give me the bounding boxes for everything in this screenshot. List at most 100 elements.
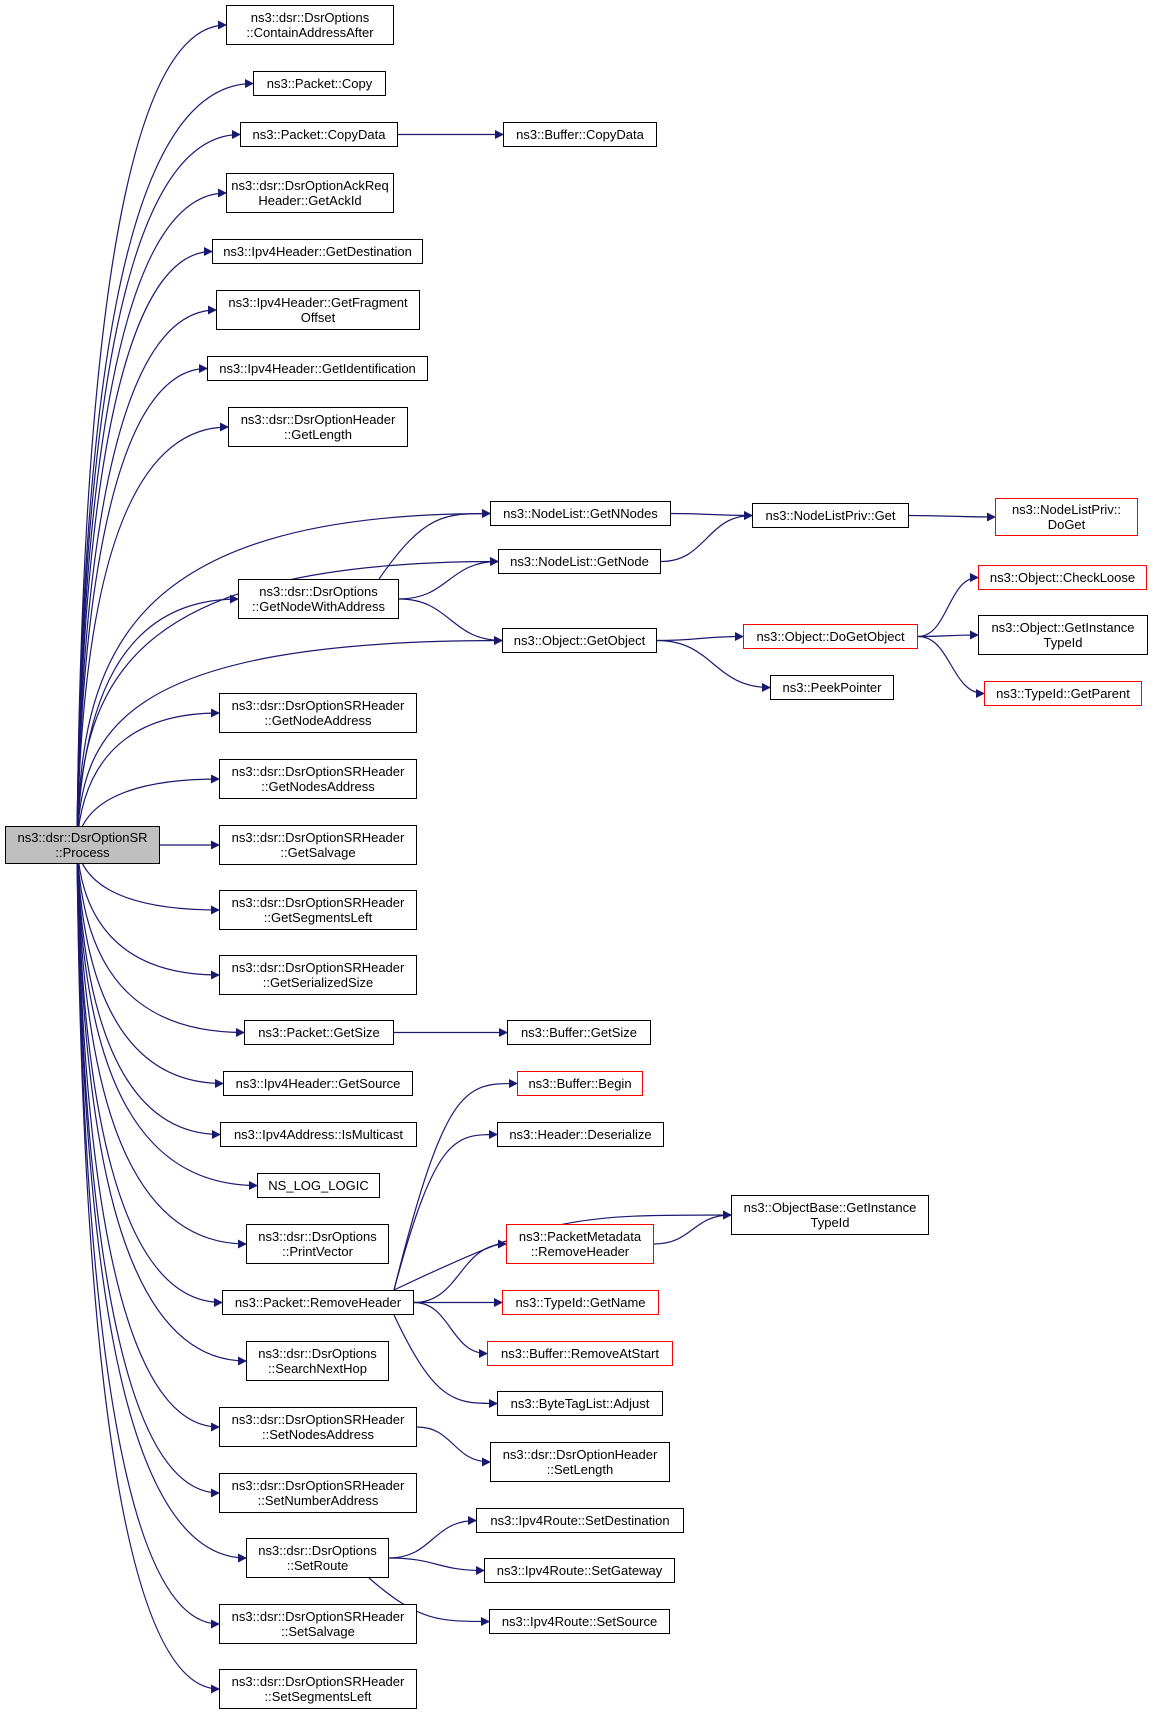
node-label-line: ns3::dsr::DsrOptions: [258, 1543, 377, 1558]
node-label-line: ns3::Ipv4Header::GetIdentification: [219, 361, 416, 376]
node-packet-get-size[interactable]: ns3::Packet::GetSize: [244, 1020, 394, 1045]
edge-process-to-getNodeAddress: [76, 708, 220, 846]
node-object-get-object[interactable]: ns3::Object::GetObject: [502, 628, 657, 653]
node-get-identification[interactable]: ns3::Ipv4Header::GetIdentification: [207, 356, 428, 381]
node-packet-metadata-remove-header[interactable]: ns3::PacketMetadata::RemoveHeader: [506, 1224, 654, 1264]
node-search-next-hop[interactable]: ns3::dsr::DsrOptions::SearchNextHop: [246, 1341, 389, 1381]
node-buffer-begin[interactable]: ns3::Buffer::Begin: [517, 1071, 643, 1096]
node-set-salvage[interactable]: ns3::dsr::DsrOptionSRHeader::SetSalvage: [219, 1604, 417, 1644]
node-byte-tag-list-adjust[interactable]: ns3::ByteTagList::Adjust: [497, 1391, 663, 1416]
node-get-salvage[interactable]: ns3::dsr::DsrOptionSRHeader::GetSalvage: [219, 825, 417, 865]
edge-setRoute-to-routeSetGateway: [388, 1557, 485, 1575]
node-label-line: ns3::Ipv4Header::GetDestination: [223, 244, 412, 259]
node-label-line: ::GetNodeAddress: [264, 713, 372, 728]
node-packet-copy-data[interactable]: ns3::Packet::CopyData: [240, 122, 398, 147]
node-set-route[interactable]: ns3::dsr::DsrOptions::SetRoute: [246, 1538, 389, 1578]
node-set-number-address[interactable]: ns3::dsr::DsrOptionSRHeader::SetNumberAd…: [219, 1473, 417, 1513]
edge-process-to-getAckId: [76, 188, 227, 846]
node-label-line: NS_LOG_LOGIC: [268, 1178, 369, 1193]
node-contain-address-after[interactable]: ns3::dsr::DsrOptions::ContainAddressAfte…: [226, 5, 394, 45]
edge-process-to-printVector: [76, 844, 247, 1249]
node-print-vector[interactable]: ns3::dsr::DsrOptions::PrintVector: [246, 1224, 389, 1264]
node-label-line: ns3::Header::Deserialize: [509, 1127, 652, 1142]
node-get-n-nodes[interactable]: ns3::NodeList::GetNNodes: [490, 501, 671, 526]
node-label-line: ns3::Object::GetInstance: [991, 620, 1135, 635]
node-label-line: ::GetNodeWithAddress: [252, 599, 385, 614]
node-label-line: ns3::NodeListPriv::: [1011, 502, 1122, 517]
node-get-nodes-address[interactable]: ns3::dsr::DsrOptionSRHeader::GetNodesAdd…: [219, 759, 417, 799]
node-label-line: ::SetRoute: [286, 1558, 349, 1573]
node-label-line: TypeId: [810, 1215, 850, 1230]
edge-packetRemoveHeader-to-packetMetadataRemoveHeader: [413, 1239, 507, 1304]
node-buffer-get-size[interactable]: ns3::Buffer::GetSize: [507, 1020, 651, 1045]
node-label-line: ns3::Packet::Copy: [266, 76, 373, 91]
node-type-id-get-name[interactable]: ns3::TypeId::GetName: [502, 1290, 659, 1315]
node-type-id-get-parent[interactable]: ns3::TypeId::GetParent: [984, 681, 1142, 706]
node-label-line: ns3::ByteTagList::Adjust: [510, 1396, 650, 1411]
edge-objectDoGetObject-to-objectGetInstanceTypeId: [917, 630, 979, 640]
edge-process-to-getIdentification: [76, 364, 208, 846]
node-ns-log-logic[interactable]: NS_LOG_LOGIC: [257, 1173, 380, 1198]
node-get-segments-left[interactable]: ns3::dsr::DsrOptionSRHeader::GetSegments…: [219, 890, 417, 930]
node-object-check-loose[interactable]: ns3::Object::CheckLoose: [978, 565, 1147, 590]
node-label-line: ns3::dsr::DsrOptionSRHeader: [231, 830, 405, 845]
node-get-source[interactable]: ns3::Ipv4Header::GetSource: [223, 1071, 413, 1096]
node-node-list-priv-do-get[interactable]: ns3::NodeListPriv::DoGet: [995, 498, 1138, 536]
node-get-destination[interactable]: ns3::Ipv4Header::GetDestination: [212, 239, 423, 264]
node-buffer-remove-at-start[interactable]: ns3::Buffer::RemoveAtStart: [487, 1341, 673, 1366]
edge-objectDoGetObject-to-typeIdGetParent: [917, 635, 985, 698]
node-set-segments-left[interactable]: ns3::dsr::DsrOptionSRHeader::SetSegments…: [219, 1669, 417, 1709]
node-label-line: ::GetNodesAddress: [261, 779, 375, 794]
node-route-set-gateway[interactable]: ns3::Ipv4Route::SetGateway: [484, 1558, 675, 1583]
node-label-line: ::SetNumberAddress: [257, 1493, 379, 1508]
edge-getNodeWithAddress-to-getNNodes: [378, 509, 491, 580]
node-buffer-copy-data[interactable]: ns3::Buffer::CopyData: [503, 122, 657, 147]
node-label-line: ns3::dsr::DsrOptions: [258, 1346, 377, 1361]
node-label-line: Header::GetAckId: [258, 193, 362, 208]
edge-process-to-containAddressAfter: [76, 20, 227, 846]
node-route-set-destination[interactable]: ns3::Ipv4Route::SetDestination: [476, 1508, 684, 1533]
node-label-line: ::SearchNextHop: [268, 1361, 367, 1376]
node-get-node-with-address[interactable]: ns3::dsr::DsrOptions::GetNodeWithAddress: [238, 579, 399, 619]
edge-process-to-setRoute: [76, 844, 247, 1563]
node-label-line: ns3::dsr::DsrOptionHeader: [240, 412, 396, 427]
edge-process-to-nsLogLogic: [76, 844, 258, 1190]
node-object-do-get-object[interactable]: ns3::Object::DoGetObject: [743, 624, 918, 649]
node-set-length[interactable]: ns3::dsr::DsrOptionHeader::SetLength: [490, 1442, 670, 1482]
node-route-set-source[interactable]: ns3::Ipv4Route::SetSource: [489, 1609, 670, 1634]
edge-process-to-setSegmentsLeft: [76, 844, 220, 1694]
node-label-line: ns3::dsr::DsrOptions: [258, 1229, 377, 1244]
edge-process-to-getDestination: [76, 247, 213, 846]
edge-getNode-to-nodeListPrivGet: [660, 511, 753, 563]
node-get-serialized-size[interactable]: ns3::dsr::DsrOptionSRHeader::GetSerializ…: [219, 955, 417, 995]
node-peek-pointer[interactable]: ns3::PeekPointer: [770, 675, 894, 700]
edge-setRoute-to-routeSetSource: [368, 1577, 490, 1626]
node-label-line: ::GetSegmentsLeft: [263, 910, 373, 925]
edge-packetMetadataRemoveHeader-to-objectBaseGetInstanceTypeId: [653, 1210, 732, 1245]
node-set-nodes-address[interactable]: ns3::dsr::DsrOptionSRHeader::SetNodesAdd…: [219, 1407, 417, 1447]
edge-setNodesAddress-to-setLength: [416, 1426, 491, 1467]
edge-getNodeWithAddress-to-getNode: [398, 557, 499, 600]
node-process[interactable]: ns3::dsr::DsrOptionSR::Process: [5, 826, 160, 864]
edge-process-to-packetRemoveHeader: [76, 844, 223, 1307]
node-label-line: ns3::dsr::DsrOptionSRHeader: [231, 1412, 405, 1427]
node-label-line: ns3::Object::GetObject: [513, 633, 646, 648]
node-node-list-priv-get[interactable]: ns3::NodeListPriv::Get: [752, 503, 909, 528]
edge-process-to-objectGetObject: [76, 636, 503, 846]
node-label-line: ns3::dsr::DsrOptionHeader: [502, 1447, 658, 1462]
edge-process-to-setNodesAddress: [76, 844, 220, 1432]
node-packet-remove-header[interactable]: ns3::Packet::RemoveHeader: [222, 1290, 414, 1315]
node-packet-copy[interactable]: ns3::Packet::Copy: [253, 71, 386, 96]
node-is-multicast[interactable]: ns3::Ipv4Address::IsMulticast: [220, 1122, 417, 1147]
node-get-node-address[interactable]: ns3::dsr::DsrOptionSRHeader::GetNodeAddr…: [219, 693, 417, 733]
edge-objectDoGetObject-to-objectCheckLoose: [917, 573, 979, 638]
node-label-line: ns3::Ipv4Route::SetSource: [501, 1614, 658, 1629]
node-get-node[interactable]: ns3::NodeList::GetNode: [498, 549, 661, 574]
node-get-length[interactable]: ns3::dsr::DsrOptionHeader::GetLength: [228, 407, 408, 447]
node-header-deserialize[interactable]: ns3::Header::Deserialize: [497, 1122, 664, 1147]
edge-process-to-getNNodes: [76, 509, 491, 846]
